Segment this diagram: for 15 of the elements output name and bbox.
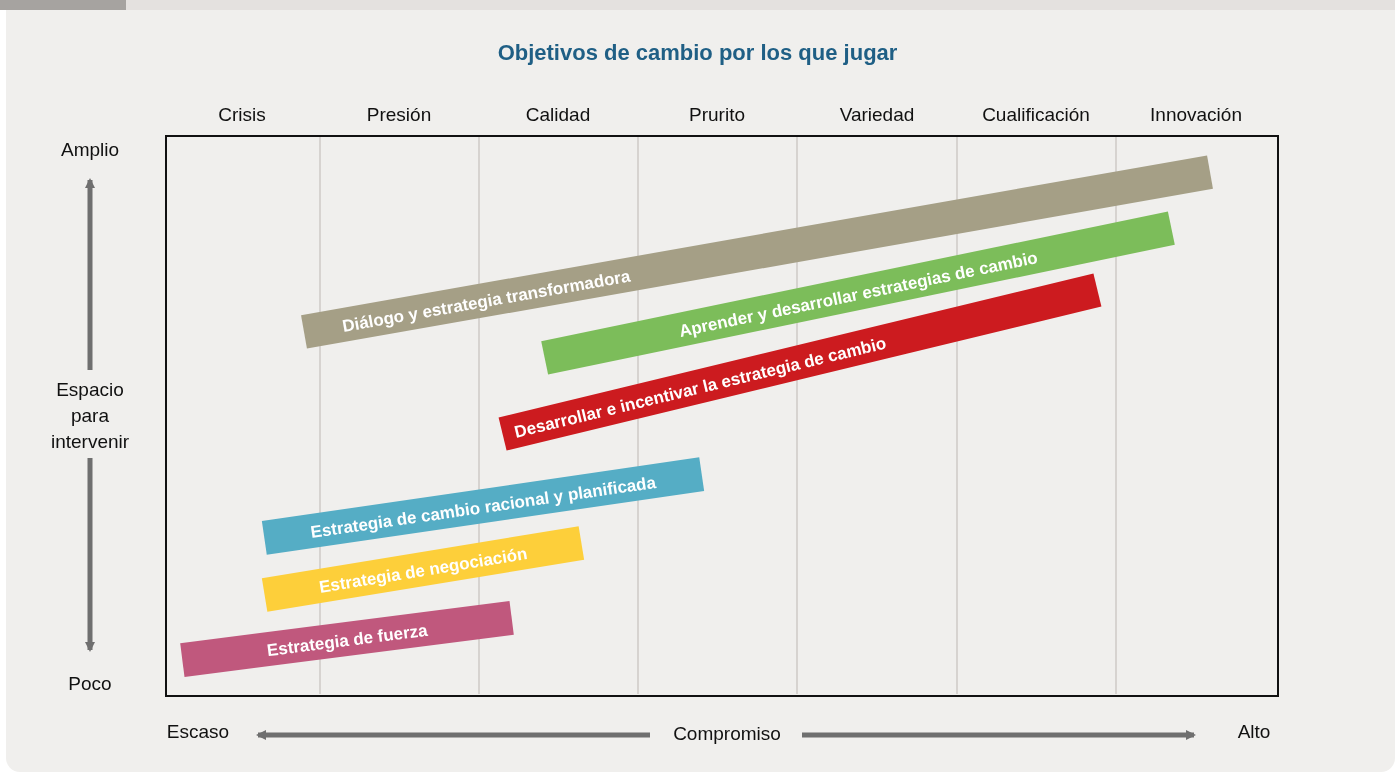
column-header: Calidad <box>525 104 591 126</box>
column-header: Prurito <box>689 104 745 126</box>
column-header: Presión <box>366 104 432 126</box>
axis-label: Alto <box>1237 721 1271 743</box>
column-header: Cualificación <box>982 104 1090 126</box>
axis-label: Amplio <box>60 139 120 161</box>
axis-label: Escaso <box>166 721 230 743</box>
chart-title: Objetivos de cambio por los que jugar <box>496 40 899 66</box>
strategy-bar: Estrategia de fuerza <box>180 601 514 677</box>
axis-title: Compromiso <box>673 723 781 745</box>
axis-title: Espacio para intervenir <box>49 378 131 454</box>
column-header: Variedad <box>839 104 915 126</box>
column-header: Crisis <box>218 104 266 126</box>
column-header: Innovación <box>1150 104 1242 126</box>
axis-label: Poco <box>68 673 112 695</box>
